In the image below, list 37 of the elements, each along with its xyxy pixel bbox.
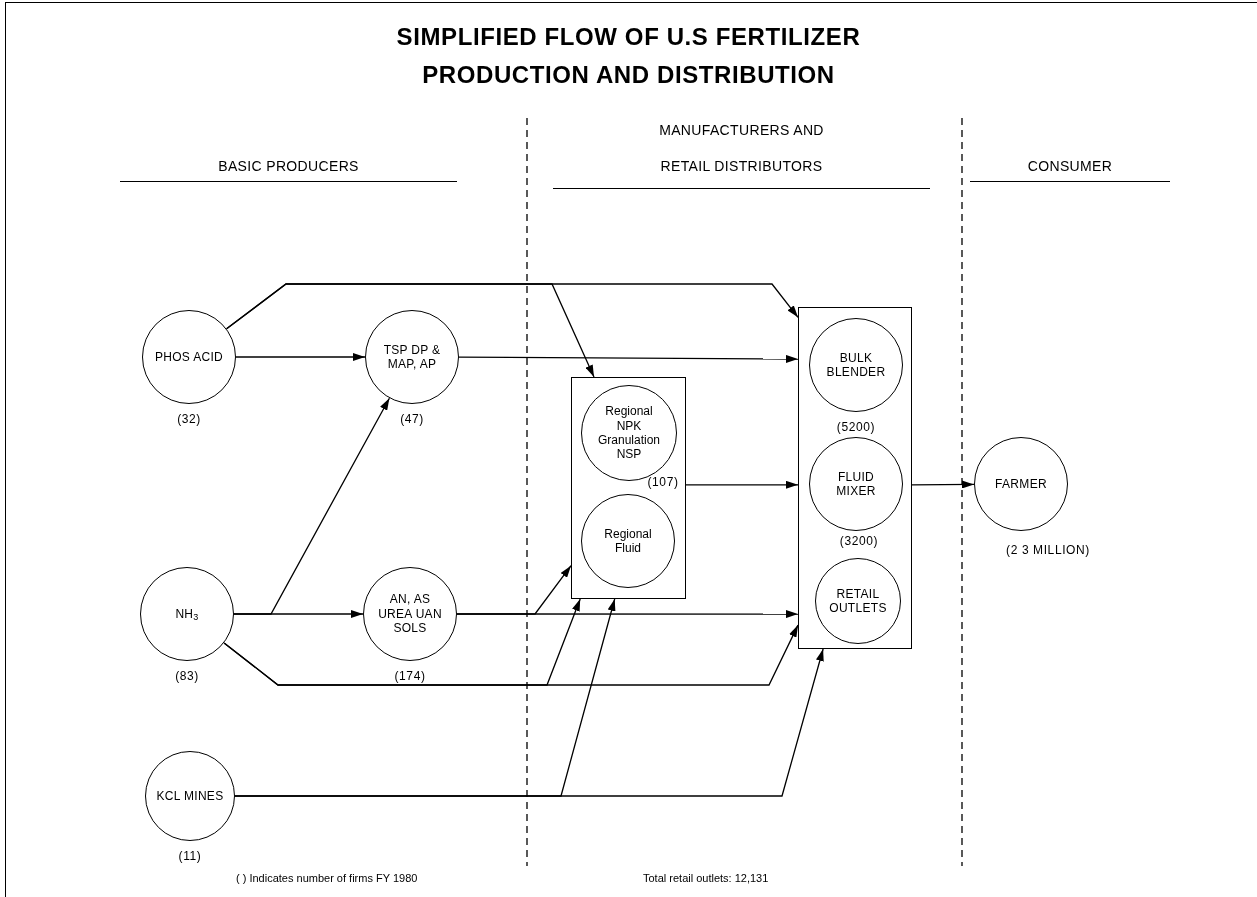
node-label: Regional NPK Granulation NSP [596, 404, 661, 462]
firm-count: (107) [646, 474, 680, 491]
group-box [798, 307, 912, 649]
node-label: FLUID MIXER [835, 469, 877, 499]
column-heading: MANUFACTURERS AND RETAIL DISTRIBUTORS [553, 112, 930, 189]
arrow [223, 598, 581, 686]
node-label: NH$_{3}$ [175, 606, 199, 622]
footnote: ( ) Indicates number of firms FY 1980 [236, 871, 418, 886]
column-heading: BASIC PRODUCERS [120, 156, 457, 182]
firm-count: (5200) [835, 419, 877, 436]
arrow [233, 610, 364, 618]
node-label: RETAIL OUTLETS [828, 586, 888, 616]
diagram-title: SIMPLIFIED FLOW OF U.S FERTILIZER PRODUCTION AND DISTRIBUTION [395, 22, 862, 90]
node-label: Regional Fluid [603, 526, 653, 556]
node-label: AN, AS UREA UAN SOLS [377, 592, 443, 636]
node-label: TSP DP & MAP, AP [382, 342, 442, 372]
firm-count: (174) [393, 668, 427, 685]
footnote: Total retail outlets: 12,131 [643, 871, 769, 886]
firm-count: (47) [399, 411, 425, 428]
node-label: PHOS ACID [154, 349, 224, 365]
firm-count: (83) [174, 668, 200, 685]
firm-count: (32) [176, 411, 202, 428]
firm-count: (11) [177, 848, 203, 865]
arrow [225, 283, 595, 378]
firm-count: (3200) [838, 533, 880, 550]
group-box [571, 377, 686, 599]
arrow [456, 565, 572, 615]
arrow [685, 480, 799, 489]
arrow [911, 480, 975, 489]
node-label: KCL MINES [156, 788, 224, 804]
arrow [235, 353, 366, 361]
node-label: FARMER [995, 476, 1047, 492]
arrow [234, 648, 824, 797]
column-heading: CONSUMER [970, 156, 1170, 182]
node-label: BULK BLENDER [825, 350, 887, 380]
arrow [458, 354, 799, 363]
firm-count: (2 3 MILLION) [1005, 542, 1091, 559]
